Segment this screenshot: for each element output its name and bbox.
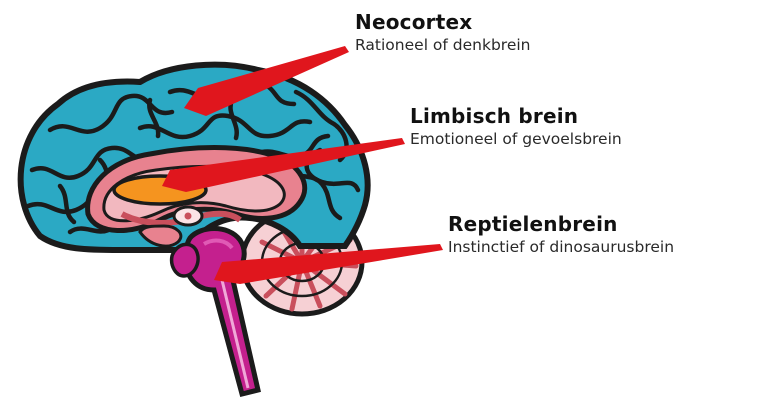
- limbic-subtitle: Emotioneel of gevoelsbrein: [410, 128, 622, 150]
- neocortex-subtitle: Rationeel of denkbrein: [355, 34, 531, 56]
- limbic-title: Limbisch brein: [410, 104, 622, 128]
- brainstem-region: [172, 229, 258, 395]
- limbic-label: Limbisch brein Emotioneel of gevoelsbrei…: [410, 104, 622, 150]
- neocortex-title: Neocortex: [355, 10, 531, 34]
- reptilian-title: Reptielenbrein: [448, 212, 674, 236]
- reptilian-label: Reptielenbrein Instinctief of dinosaurus…: [448, 212, 674, 258]
- reptilian-subtitle: Instinctief of dinosaurusbrein: [448, 236, 674, 258]
- neocortex-label: Neocortex Rationeel of denkbrein: [355, 10, 531, 56]
